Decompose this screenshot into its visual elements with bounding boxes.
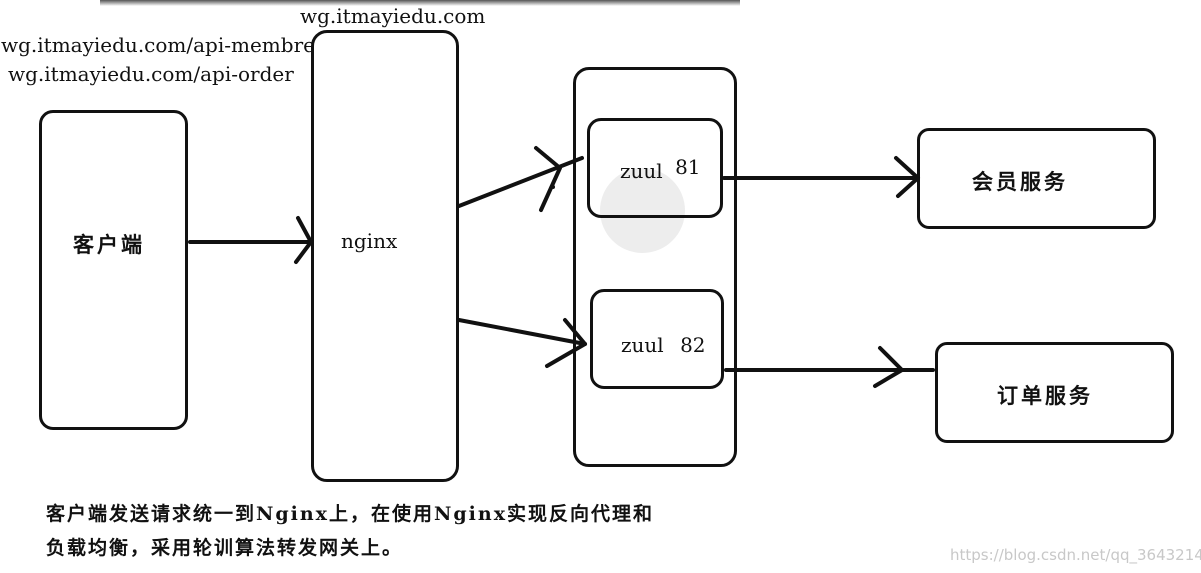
gateway-cluster-box (573, 67, 737, 467)
nginx-label: nginx (341, 229, 398, 253)
arrow-nginx-to-zuul-81 (457, 156, 584, 208)
order-service-box (935, 342, 1174, 443)
member-service-label: 会员服务 (972, 169, 1068, 194)
zuul-81-port: 81 (675, 155, 701, 179)
url-api-member: wg.itmayiedu.com/api-membre (1, 33, 315, 57)
arrowhead-zuul-81-to-member (894, 156, 920, 198)
arrow-nginx-to-zuul-82 (457, 318, 587, 346)
zuul-82-box (590, 289, 724, 389)
csdn-watermark: https://blog.csdn.net/qq_36432147 (950, 546, 1201, 564)
arrowhead-nginx-to-zuul-81 (534, 146, 562, 212)
caption-line-1: 客户端发送请求统一到Nginx上，在使用Nginx实现反向代理和 (46, 503, 655, 525)
zuul-81-label: zuul 81 (620, 155, 701, 183)
zuul-82-label: zuul 82 (621, 333, 706, 357)
zuul-82-port: 82 (680, 333, 706, 357)
nginx-box (311, 30, 459, 482)
stray-dot (551, 185, 555, 189)
arrowhead-nginx-to-zuul-82 (545, 318, 587, 368)
top-cutoff-strip (100, 0, 740, 6)
faint-highlight (600, 168, 685, 253)
caption-line-2: 负载均衡，采用轮训算法转发网关上。 (46, 537, 404, 559)
zuul-82-name: zuul (621, 333, 664, 357)
client-label: 客户端 (73, 232, 145, 257)
top-url-label: wg.itmayiedu.com (300, 4, 486, 28)
arrowhead-client-to-nginx (294, 216, 313, 264)
order-service-label: 订单服务 (997, 383, 1093, 408)
zuul-81-name: zuul (620, 159, 663, 183)
zuul-81-box (587, 118, 723, 218)
url-api-order: wg.itmayiedu.com/api-order (8, 62, 294, 86)
arrowhead-zuul-82-to-order (873, 346, 904, 388)
client-box (39, 110, 188, 430)
